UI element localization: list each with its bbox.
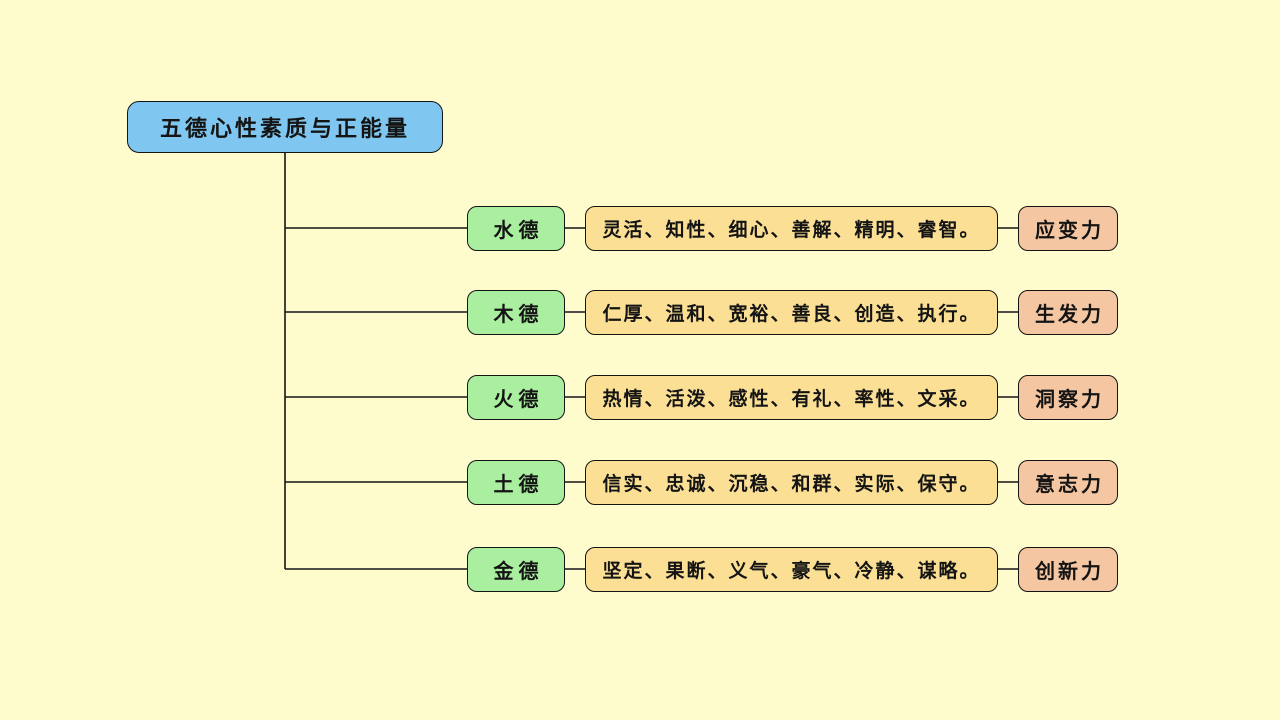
virtue-node-wood[interactable]: 木德: [467, 290, 565, 335]
power-node-metal[interactable]: 创新力: [1018, 547, 1118, 592]
traits-node-earth[interactable]: 信实、忠诚、沉稳、和群、实际、保守。: [585, 460, 998, 505]
traits-node-water[interactable]: 灵活、知性、细心、善解、精明、睿智。: [585, 206, 998, 251]
traits-node-wood[interactable]: 仁厚、温和、宽裕、善良、创造、执行。: [585, 290, 998, 335]
power-node-fire[interactable]: 洞察力: [1018, 375, 1118, 420]
traits-node-metal[interactable]: 坚定、果断、义气、豪气、冷静、谋略。: [585, 547, 998, 592]
virtue-node-fire[interactable]: 火德: [467, 375, 565, 420]
power-node-water[interactable]: 应变力: [1018, 206, 1118, 251]
power-node-earth[interactable]: 意志力: [1018, 460, 1118, 505]
traits-node-fire[interactable]: 热情、活泼、感性、有礼、率性、文采。: [585, 375, 998, 420]
virtue-node-earth[interactable]: 土德: [467, 460, 565, 505]
power-node-wood[interactable]: 生发力: [1018, 290, 1118, 335]
virtue-node-water[interactable]: 水德: [467, 206, 565, 251]
virtue-node-metal[interactable]: 金德: [467, 547, 565, 592]
root-node[interactable]: 五德心性素质与正能量: [127, 101, 443, 153]
